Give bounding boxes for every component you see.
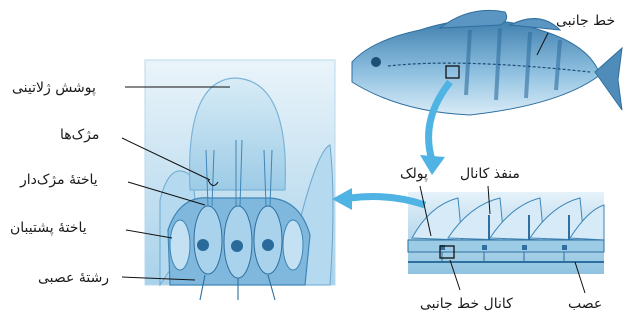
support-cell (283, 220, 303, 270)
label-hair-cell: یاختهٔ مژک‌دار (20, 172, 98, 188)
label-canal-opening: منفذ کانال (460, 166, 520, 182)
hair-cell (194, 206, 222, 274)
lateral-canal-tube (408, 240, 604, 252)
scales-illustration (408, 192, 604, 274)
fish-tail (595, 48, 622, 110)
label-scale: پولک (400, 166, 428, 182)
label-nerve: عصب (568, 296, 602, 312)
cell-nucleus (197, 239, 209, 251)
support-cell (170, 220, 190, 270)
label-nerve-fiber: رشتهٔ عصبی (38, 270, 109, 286)
fish-eye (371, 57, 381, 67)
label-cilia: مژک‌ها (60, 127, 99, 143)
label-lateral-line: خط جانبی (556, 13, 615, 29)
cell-nucleus (231, 240, 243, 252)
neuromast-illustration (145, 60, 335, 300)
label-lateral-line-canal: کانال خط جانبی (420, 296, 513, 312)
cell-nucleus (262, 239, 274, 251)
label-gelatinous-cap: پوشش ژلاتینی (12, 80, 96, 96)
fish-body (352, 20, 600, 115)
fish-dorsal-fin (440, 10, 507, 28)
label-support-cell: یاختهٔ پشتیبان (10, 220, 87, 236)
